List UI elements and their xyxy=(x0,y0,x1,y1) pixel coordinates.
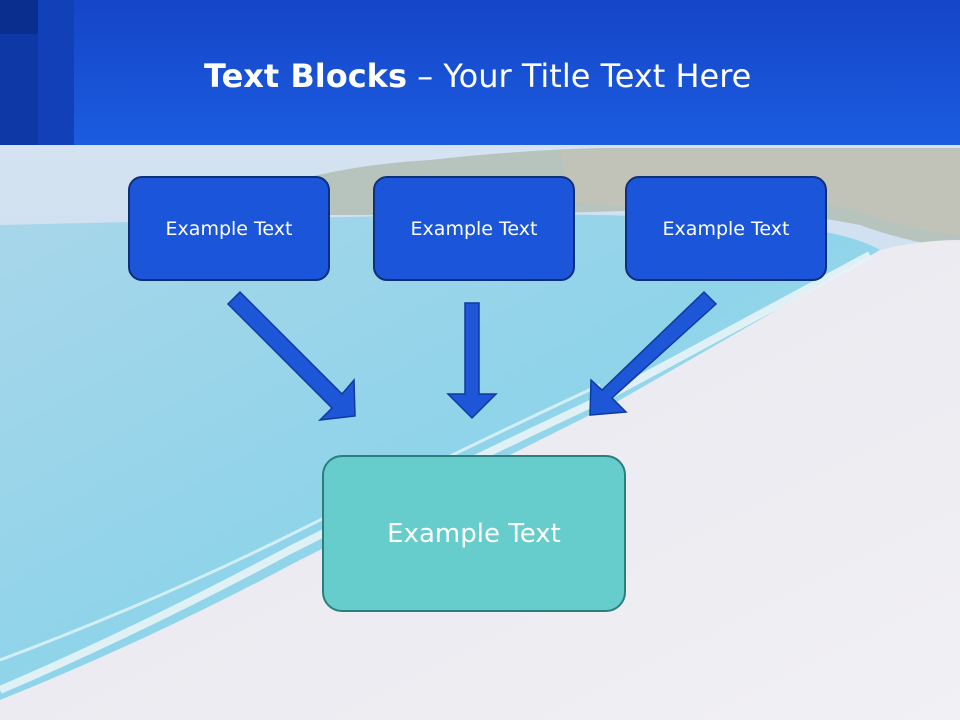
bottom-text-block: Example Text xyxy=(322,455,626,612)
slide-title-separator: – xyxy=(407,57,444,95)
header-accent-band xyxy=(38,0,74,145)
slide-title-regular: Your Title Text Here xyxy=(443,57,752,95)
slide-title-bold: Text Blocks xyxy=(204,57,407,95)
title-header-bar xyxy=(0,0,960,145)
slide-title: Text Blocks – Your Title Text Here xyxy=(204,54,751,98)
top-text-block-2: Example Text xyxy=(373,176,575,281)
top-text-block-1: Example Text xyxy=(128,176,330,281)
header-accent-block xyxy=(0,0,38,34)
top-text-block-3: Example Text xyxy=(625,176,827,281)
